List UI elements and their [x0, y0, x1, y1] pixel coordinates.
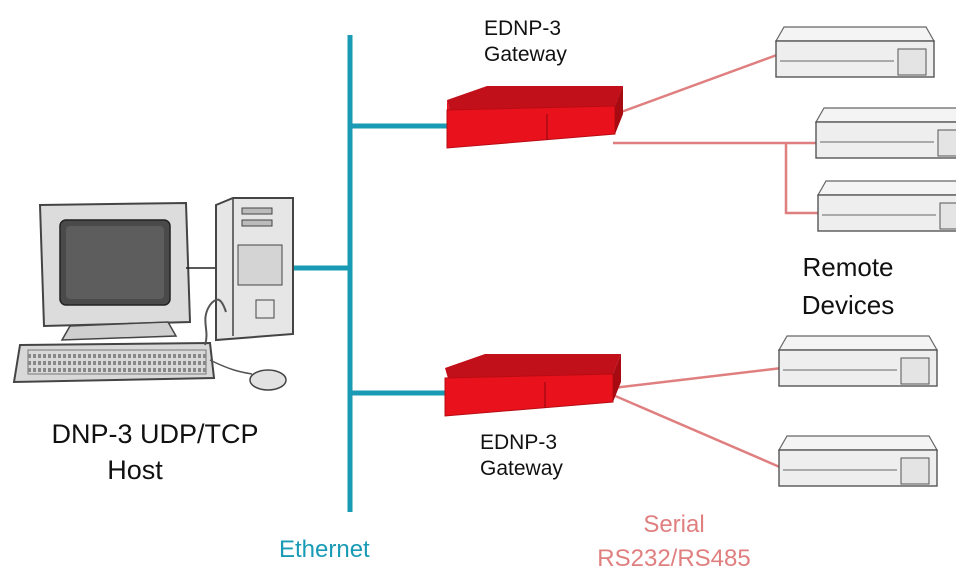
- gateway-top-line2: Gateway: [484, 43, 567, 66]
- gateway-top-label: EDNP-3 Gateway: [484, 16, 567, 68]
- remote-device-icon: [778, 335, 938, 387]
- host-label: DNP-3 UDP/TCP Host: [20, 416, 290, 488]
- host-line2: Host: [107, 455, 163, 485]
- ethernet-lines: [293, 35, 450, 512]
- mouse-icon: [209, 359, 287, 391]
- serial-line-5: [612, 393, 783, 470]
- computer-icon: [38, 201, 215, 341]
- gateway-top-line1: EDNP-3: [484, 17, 562, 40]
- remote-device-icon: [775, 26, 935, 78]
- remote-device-icon: [817, 180, 956, 232]
- remote-line2: Devices: [801, 290, 895, 320]
- serial-line-4: [612, 366, 783, 390]
- ethernet-label: Ethernet: [279, 536, 370, 563]
- serial-line-1: [612, 50, 786, 117]
- serial-lines: [612, 50, 822, 470]
- tower-icon: [215, 197, 294, 342]
- serial-line-3: [784, 143, 822, 215]
- remote-devices-label: Remote Devices: [778, 248, 918, 324]
- serial-line2: RS232/RS485: [597, 545, 751, 572]
- gateway-icon: [446, 86, 623, 149]
- gateway-bottom-label: EDNP-3 Gateway: [480, 430, 563, 482]
- serial-label: Serial RS232/RS485: [579, 508, 769, 576]
- keyboard-icon: [12, 298, 227, 384]
- gateway-bottom-line2: Gateway: [480, 457, 563, 480]
- remote-device-icon: [778, 435, 938, 487]
- serial-line1: Serial: [643, 511, 705, 538]
- remote-device-icon: [815, 107, 956, 159]
- remote-line1: Remote: [802, 252, 894, 282]
- host-line1: DNP-3 UDP/TCP: [51, 419, 259, 449]
- gateway-icon: [444, 354, 621, 417]
- gateway-bottom-line1: EDNP-3: [480, 431, 558, 454]
